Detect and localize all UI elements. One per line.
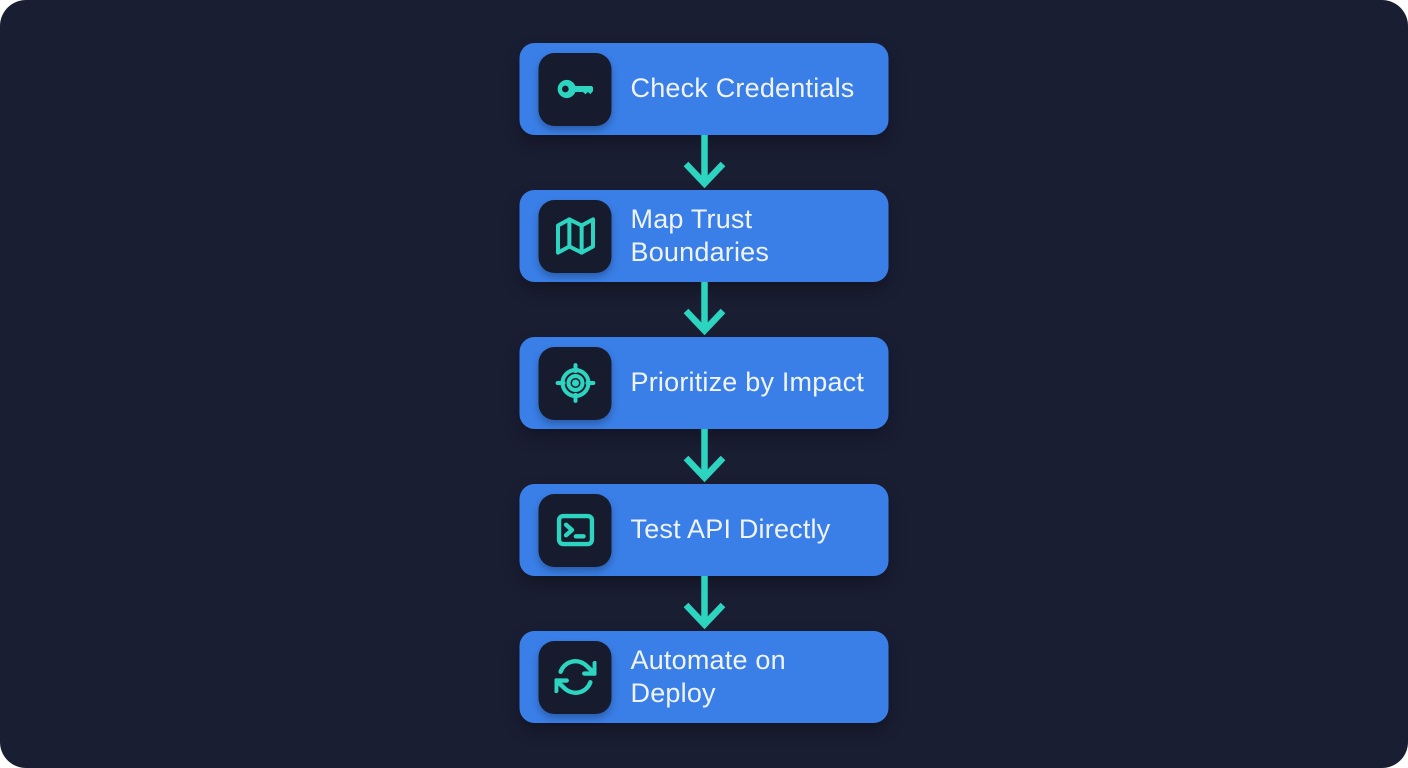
step-icon-tile	[538, 493, 612, 567]
down-arrow-connector	[683, 282, 725, 336]
down-arrow-connector	[683, 135, 725, 189]
flow-column: Check Credentials	[519, 43, 889, 723]
step-icon-tile	[538, 199, 612, 273]
step-icon-tile	[538, 640, 612, 714]
step-label: Check Credentials	[630, 73, 855, 104]
target-icon	[555, 363, 595, 403]
step-box: Check Credentials	[519, 43, 889, 135]
step-box: Map Trust Boundaries	[519, 190, 889, 282]
terminal-icon	[556, 513, 594, 547]
step-label: Map Trust Boundaries	[630, 203, 770, 267]
step-icon-tile	[538, 52, 612, 126]
step-box: Automate on Deploy	[519, 631, 889, 723]
sync-icon	[554, 659, 596, 695]
step-label: Automate on Deploy	[630, 644, 786, 708]
step-box: Test API Directly	[519, 484, 889, 576]
step-box: Prioritize by Impact	[519, 337, 889, 429]
key-icon	[557, 79, 593, 99]
step-label: Test API Directly	[630, 514, 831, 545]
down-arrow-connector	[683, 429, 725, 483]
step-label: Prioritize by Impact	[630, 367, 865, 398]
step-icon-tile	[538, 346, 612, 420]
map-icon	[555, 217, 595, 255]
down-arrow-connector	[683, 576, 725, 630]
